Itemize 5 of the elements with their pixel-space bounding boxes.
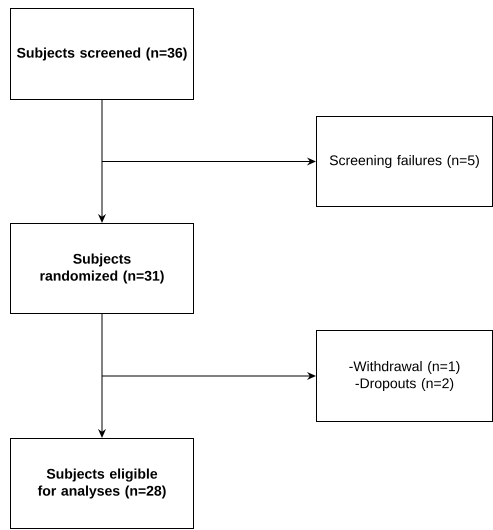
exclusion-box: -Withdrawal (n=1) -Dropouts (n=2) — [316, 330, 493, 422]
process-box: Subjects screened (n=36) — [10, 8, 194, 100]
process-box: Subjects eligible for analyses (n=28) — [10, 438, 194, 529]
exclusion-box: Screening failures (n=5) — [316, 116, 493, 207]
process-box: Subjects randomized (n=31) — [10, 223, 194, 314]
